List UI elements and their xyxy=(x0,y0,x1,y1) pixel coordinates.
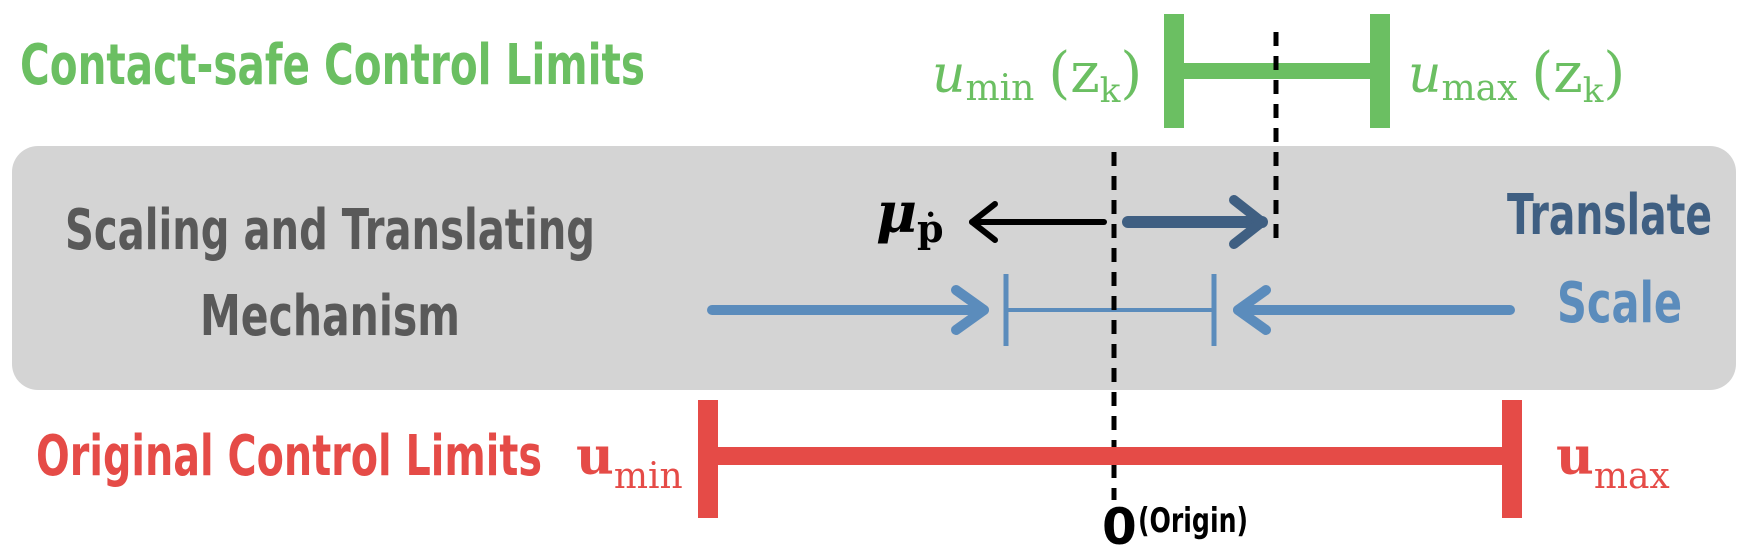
translate-label: Translate xyxy=(1507,183,1712,248)
scale-arrow-right xyxy=(1233,285,1515,335)
original-title: Original Control Limits xyxy=(36,424,542,489)
mechanism-panel xyxy=(12,146,1736,390)
contact-safe-min-label: umin(zk) xyxy=(932,41,1142,111)
mechanism-title-line2: Mechanism xyxy=(200,284,460,349)
origin-label: (Origin) xyxy=(1138,501,1248,541)
contact-safe-max-label: umax(zk) xyxy=(1408,41,1625,111)
original-max-label: umax xyxy=(1556,426,1670,497)
original-min-label: umin xyxy=(576,426,683,497)
scale-label: Scale xyxy=(1557,271,1682,336)
original-limits-bar xyxy=(698,400,1522,518)
origin-zero: 0 xyxy=(1102,498,1137,554)
mu-label: μṗ xyxy=(876,180,944,251)
contact-safe-limits-bar xyxy=(1164,14,1390,128)
mu-direction-arrow xyxy=(969,201,1107,243)
scaled-interval xyxy=(1003,274,1217,346)
translate-arrow xyxy=(1122,195,1268,249)
mechanism-title-line1: Scaling and Translating xyxy=(65,198,595,263)
scale-arrow-left xyxy=(707,285,989,335)
contact-safe-title: Contact-safe Control Limits xyxy=(20,33,645,98)
